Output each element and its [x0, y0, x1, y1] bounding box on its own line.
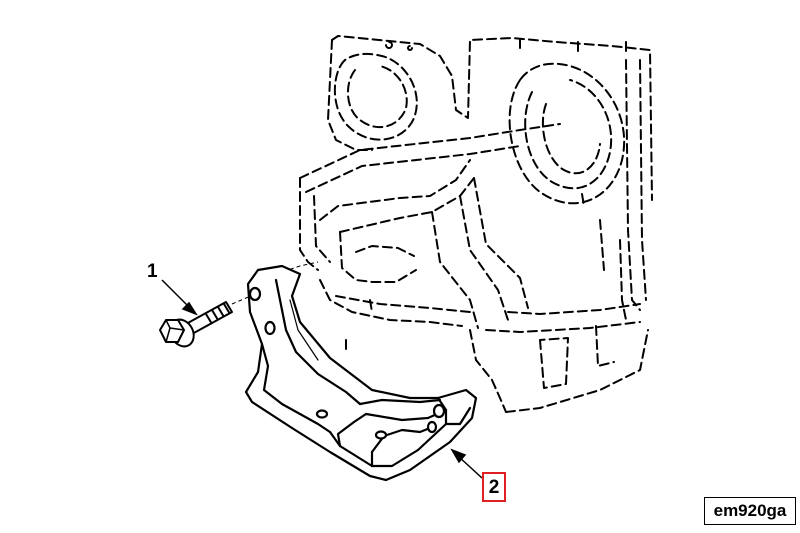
arrowhead-1 — [181, 301, 198, 316]
mounting-bracket-part — [244, 264, 478, 482]
leader-line-1 — [161, 279, 191, 309]
engine-block-phantom — [299, 35, 653, 413]
callout-label-1: 1 — [147, 261, 158, 282]
leader-arrows — [161, 279, 483, 479]
leader-line-2 — [457, 455, 483, 479]
bolt-part — [159, 301, 233, 348]
arrowhead-2 — [450, 448, 467, 464]
figure-code-label: em920ga — [704, 497, 796, 525]
callout-label-2: 2 — [482, 472, 506, 502]
